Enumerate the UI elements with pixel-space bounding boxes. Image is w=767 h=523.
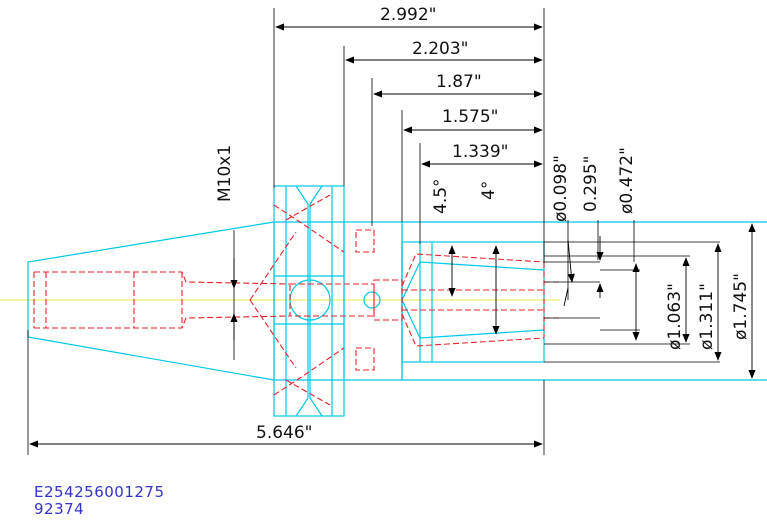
dim-0295-label: 0.295"	[581, 156, 601, 213]
extension-lines	[27, 8, 720, 455]
angle-45-label: 4.5°	[431, 178, 451, 214]
dia-1745-label: ø1.745"	[731, 273, 751, 340]
dia-0098-label: ø0.098"	[551, 155, 571, 222]
dia-0472-label: ø0.472"	[617, 147, 637, 214]
angle-4-label: 4°	[479, 181, 499, 200]
dim-2992: 2.992"	[380, 5, 437, 25]
dim-line-dia-0098	[567, 239, 575, 283]
dia-1063-label: ø1.063"	[665, 283, 685, 350]
part-code: E254256001275	[34, 483, 165, 501]
dimension-labels: 2.992" 2.203" 1.87" 1.575" 1.339" 5.646"…	[215, 5, 751, 443]
dim-2203: 2.203"	[412, 39, 469, 59]
hidden-lines	[33, 194, 560, 406]
thread-label: M10x1	[215, 145, 235, 202]
dim-5646: 5.646"	[256, 423, 313, 443]
dia-1311-label: ø1.311"	[697, 283, 717, 350]
part-number: 92374	[34, 500, 85, 518]
dimension-lines	[29, 23, 756, 448]
dim-187: 1.87"	[436, 72, 482, 92]
dim-1575: 1.575"	[442, 107, 499, 127]
part-outline	[27, 185, 767, 417]
dim-1339: 1.339"	[452, 142, 509, 162]
